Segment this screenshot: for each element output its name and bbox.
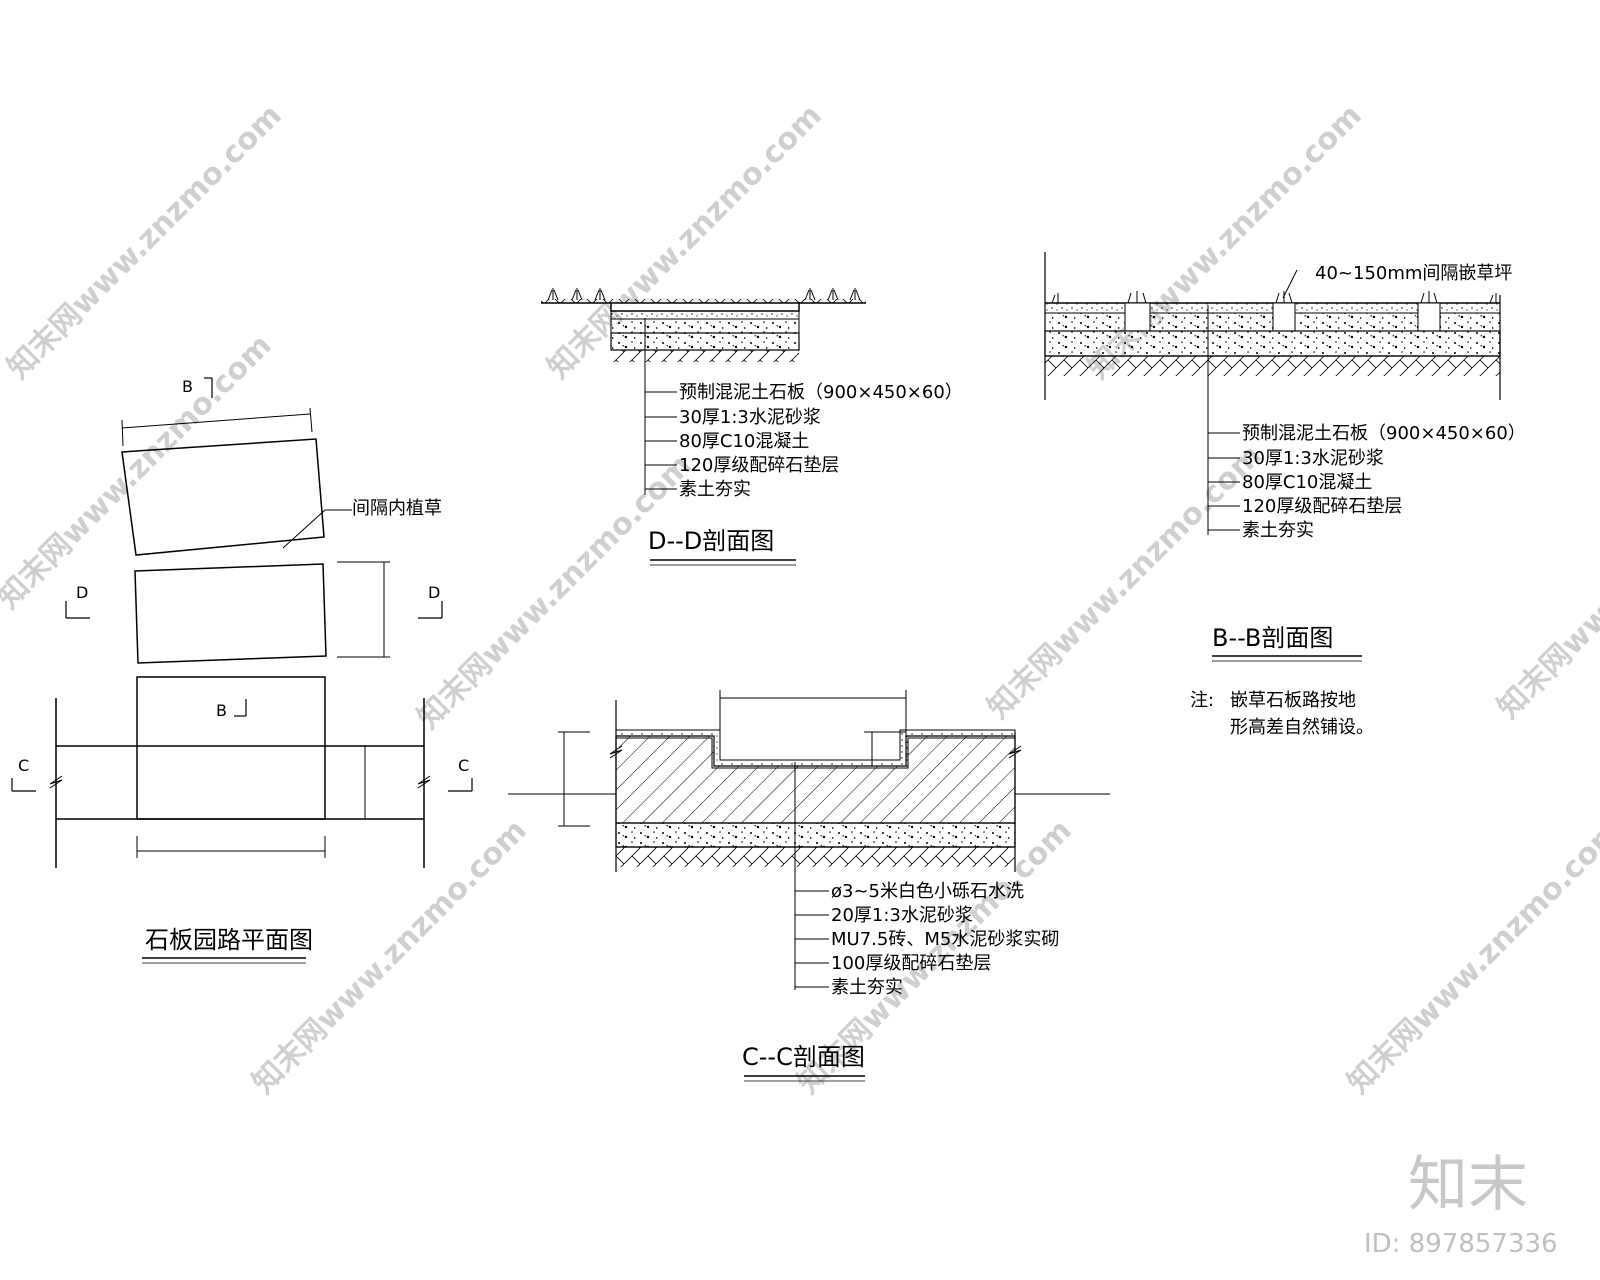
cc-layer-5: 素土夯实 — [831, 977, 903, 998]
grass-note: 间隔内植草 — [352, 498, 442, 519]
watermark-text: 知末网www.znzmo.com — [1341, 813, 1600, 1101]
slab-tilted — [121, 438, 325, 556]
bb-top-note: 40~150mm间隔嵌草坪 — [1315, 263, 1512, 284]
section-mark-d: D — [428, 583, 440, 602]
watermark-text: 知末网www.znzmo.com — [981, 438, 1269, 726]
section-mark-c: C — [18, 756, 29, 775]
bb-layer-5: 素土夯实 — [1242, 520, 1314, 541]
leader-line — [282, 509, 326, 549]
cc-layer-3: MU7.5砖、M5水泥砂浆实砌 — [831, 929, 1059, 950]
watermark-text: 知末网www.znzmo.com — [1491, 438, 1600, 726]
section-mark-c: C — [458, 756, 469, 775]
dd-layer-2: 30厚1:3水泥砂浆 — [679, 407, 821, 428]
dim-line — [121, 413, 311, 429]
brand-block: 知末 ID: 897857336 — [1364, 1150, 1558, 1259]
slab-bottom — [136, 676, 326, 820]
bb-note-line1: 嵌草石板路按地 — [1230, 690, 1356, 711]
section-mark-b: B — [182, 377, 193, 396]
brand-logo: 知末 — [1408, 1150, 1528, 1220]
slab-middle — [134, 563, 327, 664]
bb-layer-3: 80厚C10混凝土 — [1242, 472, 1372, 493]
section-cc: ø3~5米白色小砾石水洗 20厚1:3水泥砂浆 MU7.5砖、M5水泥砂浆实砌 … — [508, 690, 1110, 1082]
watermark-text: 知末网www.znzmo.com — [246, 813, 534, 1101]
section-bb: 40~150mm间隔嵌草坪 预制混泥土石板（900×450×60） 30厚1:3… — [1044, 252, 1526, 738]
cc-brick-body — [615, 735, 1016, 824]
bb-layer-4: 120厚级配碎石垫层 — [1242, 496, 1402, 517]
dd-layer-4: 120厚级配碎石垫层 — [679, 455, 839, 476]
watermark-text: 知末网www.znzmo.com — [411, 448, 699, 736]
watermark-text: 知末网www.znzmo.com — [0, 328, 279, 616]
cc-layer-2: 20厚1:3水泥砂浆 — [831, 905, 973, 926]
section-dd: 预制混泥土石板（900×450×60） 30厚1:3水泥砂浆 80厚C10混凝土… — [541, 288, 963, 566]
dd-layer-3: 80厚C10混凝土 — [679, 431, 809, 452]
section-mark-d: D — [76, 583, 88, 602]
bb-layer-2: 30厚1:3水泥砂浆 — [1242, 448, 1384, 469]
brand-id: ID: 897857336 — [1364, 1229, 1558, 1259]
bb-note-line2: 形高差自然铺设。 — [1230, 717, 1374, 738]
plan-view — [11, 377, 473, 868]
bb-title: B--B剖面图 — [1212, 624, 1333, 652]
cc-title: C--C剖面图 — [742, 1043, 865, 1071]
bb-note-prefix: 注: — [1190, 690, 1214, 711]
bb-layer-1: 预制混泥土石板（900×450×60） — [1242, 423, 1526, 444]
cc-layer-4: 100厚级配碎石垫层 — [831, 953, 991, 974]
section-mark-b: B — [216, 701, 227, 720]
plan-title: 石板园路平面图 — [145, 926, 313, 954]
dd-layer-5: 素土夯实 — [679, 479, 751, 500]
plan-labels: B D D B C C 间隔内植草 石板园路平面图 — [18, 377, 469, 964]
cc-layer-1: ø3~5米白色小砾石水洗 — [831, 881, 1024, 902]
dd-layer-1: 预制混泥土石板（900×450×60） — [679, 382, 963, 403]
dd-title: D--D剖面图 — [648, 527, 774, 555]
